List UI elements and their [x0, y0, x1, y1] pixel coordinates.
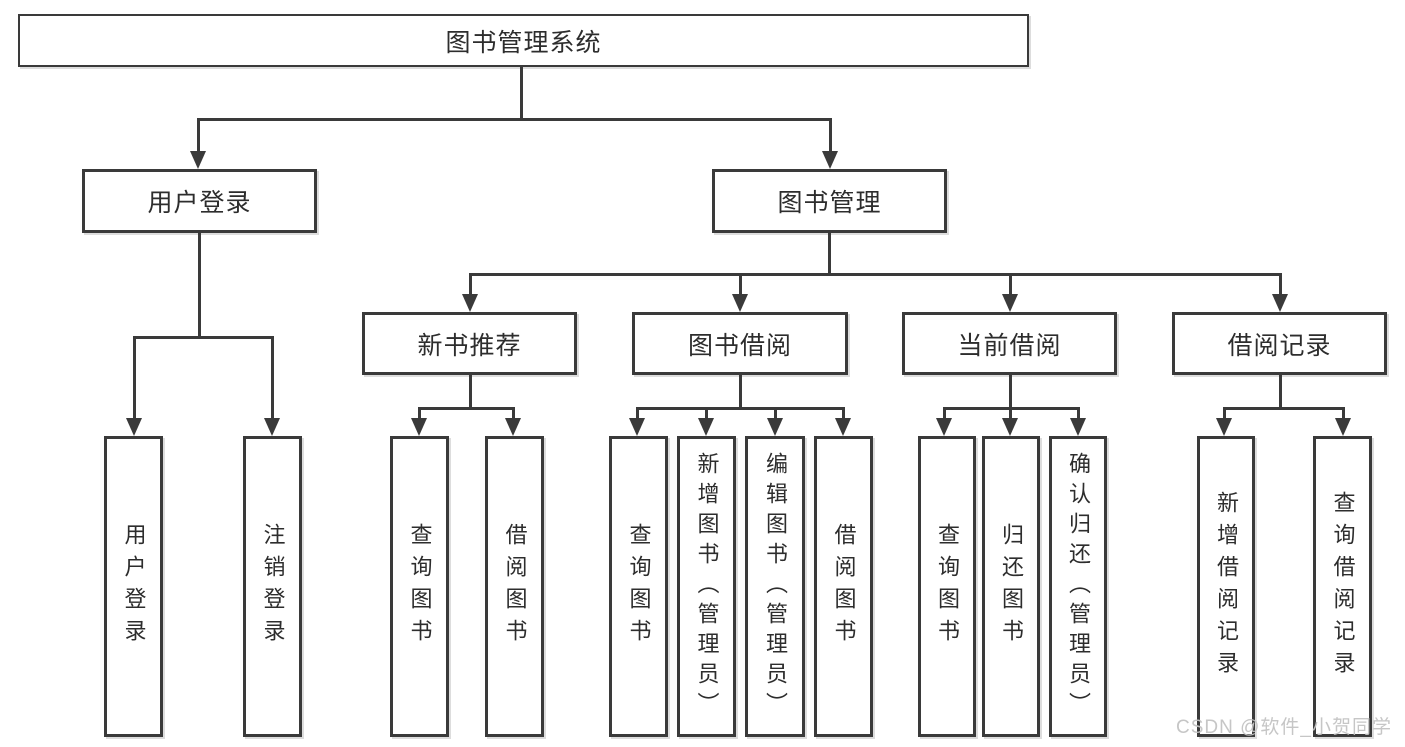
connector-line: [636, 407, 844, 410]
leaf-edit-books-admin-label: 编辑图书（管理员）: [763, 451, 788, 722]
arrow-down-icon: [1216, 418, 1232, 436]
connector-line: [829, 118, 832, 151]
arrow-down-icon: [190, 151, 206, 169]
leaf-borrow-books-2: 借阅图书: [814, 436, 873, 737]
csdn-watermark: CSDN @软件_小贺同学: [1176, 717, 1392, 738]
connector-line: [418, 407, 515, 410]
connector-line: [469, 273, 472, 294]
connector-line: [943, 407, 946, 418]
leaf-query-borrow-record-label: 查询借阅记录: [1330, 490, 1356, 683]
arrow-down-icon: [698, 418, 714, 436]
connector-line: [512, 407, 515, 418]
node-book-management-label: 图书管理: [777, 189, 882, 217]
arrow-down-icon: [462, 294, 478, 312]
node-borrowing-records: 借阅记录: [1172, 312, 1387, 375]
connector-line: [1077, 407, 1080, 418]
leaf-logout: 注销登录: [243, 436, 302, 737]
connector-line: [469, 273, 1281, 276]
leaf-user-login-label: 用户登录: [121, 522, 147, 651]
leaf-user-login: 用户登录: [104, 436, 163, 737]
leaf-confirm-return-admin-label: 确认归还（管理员）: [1066, 451, 1091, 722]
node-current-borrowing-label: 当前借阅: [957, 331, 1062, 360]
leaf-add-borrow-record: 新增借阅记录: [1197, 436, 1255, 737]
arrow-down-icon: [767, 418, 783, 436]
arrow-down-icon: [1070, 418, 1086, 436]
leaf-query-books-1-label: 查询图书: [407, 522, 433, 651]
arrow-down-icon: [411, 418, 427, 436]
node-book-borrowing-label: 图书借阅: [687, 331, 792, 360]
connector-line: [133, 336, 274, 339]
connector-line: [469, 375, 472, 407]
leaf-edit-books-admin: 编辑图书（管理员）: [745, 436, 805, 737]
arrow-down-icon: [822, 151, 838, 169]
arrow-down-icon: [936, 418, 952, 436]
leaf-query-books-2: 查询图书: [609, 436, 668, 737]
connector-line: [705, 407, 708, 418]
connector-line: [1223, 407, 1226, 418]
leaf-query-books-1: 查询图书: [390, 436, 449, 737]
connector-line: [842, 407, 845, 418]
node-user-login: 用户登录: [82, 169, 317, 233]
node-new-book-recommendation-label: 新书推荐: [417, 331, 522, 360]
node-borrowing-records-label: 借阅记录: [1227, 331, 1332, 360]
leaf-add-borrow-record-label: 新增借阅记录: [1214, 490, 1239, 683]
connector-line: [739, 273, 742, 294]
node-book-management: 图书管理: [712, 169, 947, 233]
connector-line: [133, 336, 136, 418]
arrow-down-icon: [505, 418, 521, 436]
connector-line: [520, 67, 523, 118]
arrow-down-icon: [1335, 418, 1351, 436]
arrow-down-icon: [1002, 418, 1018, 436]
leaf-query-books-2-label: 查询图书: [626, 522, 652, 651]
arrow-down-icon: [1272, 294, 1288, 312]
leaf-return-books: 归还图书: [982, 436, 1040, 737]
leaf-borrow-books-1-label: 借阅图书: [502, 522, 528, 651]
connector-line: [197, 118, 832, 121]
leaf-borrow-books-2-label: 借阅图书: [831, 522, 857, 651]
connector-line: [271, 336, 274, 418]
arrow-down-icon: [1002, 294, 1018, 312]
connector-line: [1223, 407, 1344, 410]
connector-line: [418, 407, 421, 418]
connector-line: [1279, 273, 1282, 294]
node-user-login-label: 用户登录: [147, 189, 252, 217]
connector-line: [198, 233, 201, 336]
node-root-label: 图书管理系统: [445, 28, 602, 57]
arrow-down-icon: [629, 418, 645, 436]
leaf-query-books-3: 查询图书: [918, 436, 976, 737]
leaf-query-books-3-label: 查询图书: [935, 522, 960, 651]
leaf-logout-label: 注销登录: [260, 522, 286, 651]
connector-line: [828, 233, 831, 273]
connector-line: [774, 407, 777, 418]
leaf-return-books-label: 归还图书: [999, 522, 1024, 651]
leaf-add-books-admin-label: 新增图书（管理员）: [694, 451, 720, 722]
connector-line: [1009, 273, 1012, 294]
connector-line: [1279, 375, 1282, 407]
arrow-down-icon: [732, 294, 748, 312]
leaf-confirm-return-admin: 确认归还（管理员）: [1049, 436, 1107, 737]
leaf-query-borrow-record: 查询借阅记录: [1313, 436, 1372, 737]
connector-line: [739, 375, 742, 407]
connector-line: [636, 407, 639, 418]
leaf-add-books-admin: 新增图书（管理员）: [677, 436, 736, 737]
connector-line: [1342, 407, 1345, 418]
node-book-borrowing: 图书借阅: [632, 312, 848, 375]
connector-line: [197, 118, 200, 151]
arrow-down-icon: [126, 418, 142, 436]
arrow-down-icon: [264, 418, 280, 436]
connector-line: [1009, 375, 1012, 407]
leaf-borrow-books-1: 借阅图书: [485, 436, 544, 737]
connector-line: [1009, 407, 1012, 418]
arrow-down-icon: [835, 418, 851, 436]
node-new-book-recommendation: 新书推荐: [362, 312, 577, 375]
node-root: 图书管理系统: [18, 14, 1029, 67]
node-current-borrowing: 当前借阅: [902, 312, 1117, 375]
